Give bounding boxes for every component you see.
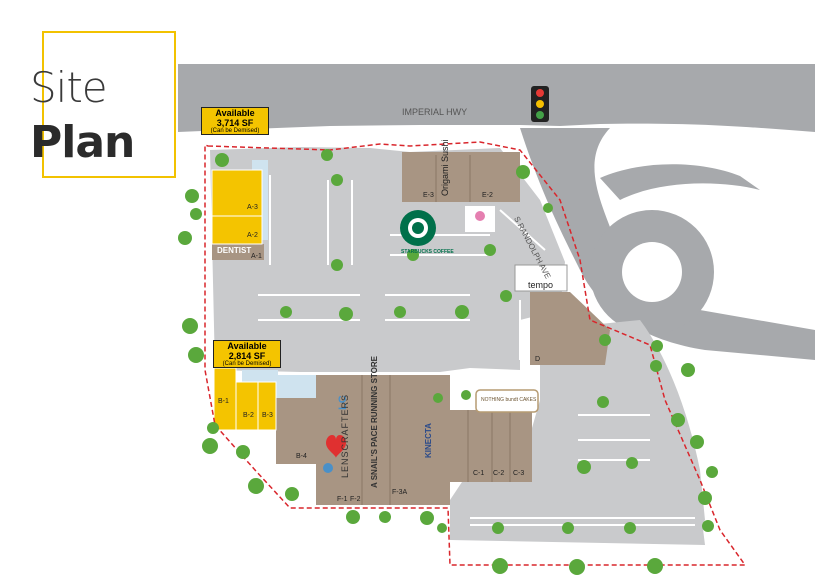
space-a2 (211, 215, 263, 245)
bottom-lot (450, 500, 705, 545)
tempo-sign (514, 264, 568, 292)
south-lot (450, 320, 705, 540)
tenant-kinecta: KINECTA (424, 423, 433, 458)
unit-f2: F-2 (350, 496, 361, 503)
tenant-dentist: DENTIST (217, 246, 252, 255)
property-boundary (204, 141, 747, 566)
title-line2: Plan (30, 117, 135, 168)
randolph-ave-road (520, 128, 815, 360)
space-b3 (257, 381, 277, 431)
unit-c1: C-1 (473, 470, 485, 477)
parking-lines (258, 175, 695, 526)
unit-a3: A-3 (247, 204, 258, 211)
space-b2 (235, 381, 259, 431)
unit-b2: B-2 (243, 412, 254, 419)
unit-f1: F-1 (337, 496, 348, 503)
building-b4 (276, 398, 316, 464)
space-a3 (211, 169, 263, 217)
unit-b3: B-3 (262, 412, 273, 419)
nothing-bundt-sign (475, 389, 539, 413)
imperial-hwy-road (178, 64, 815, 132)
unit-c3: C-3 (513, 470, 525, 477)
tenant-tempo: tempo (528, 280, 554, 290)
availability-size: 3,714 SF (216, 118, 254, 128)
unit-c2: C-2 (493, 470, 505, 477)
tenant-starbucks: STARBUCKS COFFEE (401, 249, 454, 255)
unit-e3: E-3 (423, 192, 434, 199)
dessert-icon (475, 211, 485, 221)
main-lot (210, 147, 565, 372)
trees (178, 149, 718, 575)
randolph-ramp (600, 164, 760, 200)
availability-note: (Can be Demised) (222, 361, 272, 367)
unit-a2: A-2 (247, 232, 258, 239)
availability-note: (Can be Demised) (210, 128, 260, 134)
heart-icon (326, 434, 346, 458)
tenant-snails-pace: A SNAIL'S PACE RUNNING STORE (370, 356, 379, 488)
unit-e2: E-2 (482, 192, 493, 199)
unit-b1: B-1 (218, 398, 229, 405)
building-d (530, 292, 610, 365)
unit-d: D (535, 356, 541, 363)
unit-a1: A-1 (251, 253, 262, 260)
starbucks-logo (400, 210, 436, 246)
parking-lots (210, 147, 705, 545)
availability-size: 2,814 SF (228, 351, 266, 361)
tenant-nothing-bundt: NOTHING bundt CAKES (481, 397, 537, 403)
available-spaces (211, 169, 277, 431)
availability-label: Available (215, 108, 255, 118)
title-line1: Site (30, 63, 108, 112)
building-a1 (212, 244, 264, 260)
cul-de-sac-island (622, 242, 682, 302)
building-f (316, 375, 450, 505)
unit-b4: B-4 (296, 453, 307, 460)
buildings (212, 152, 610, 505)
road-label-imperial: IMPERIAL HWY (402, 107, 468, 117)
unit-f3a: F-3A (392, 489, 408, 496)
traffic-light-icon (531, 86, 549, 122)
tenant-lenscrafters: LENSCRAFTERS (340, 393, 350, 478)
building-e (402, 152, 520, 202)
building-c (450, 410, 532, 482)
availability-callout-b: Available 2,814 SF (Can be Demised) (213, 340, 281, 368)
eye-icon (323, 463, 333, 473)
availability-label: Available (227, 341, 267, 351)
availability-callout-a: Available 3,714 SF (Can be Demised) (201, 107, 269, 135)
title-box: Site Plan (30, 31, 176, 178)
tenant-origami: Origami Sushi (440, 139, 450, 196)
